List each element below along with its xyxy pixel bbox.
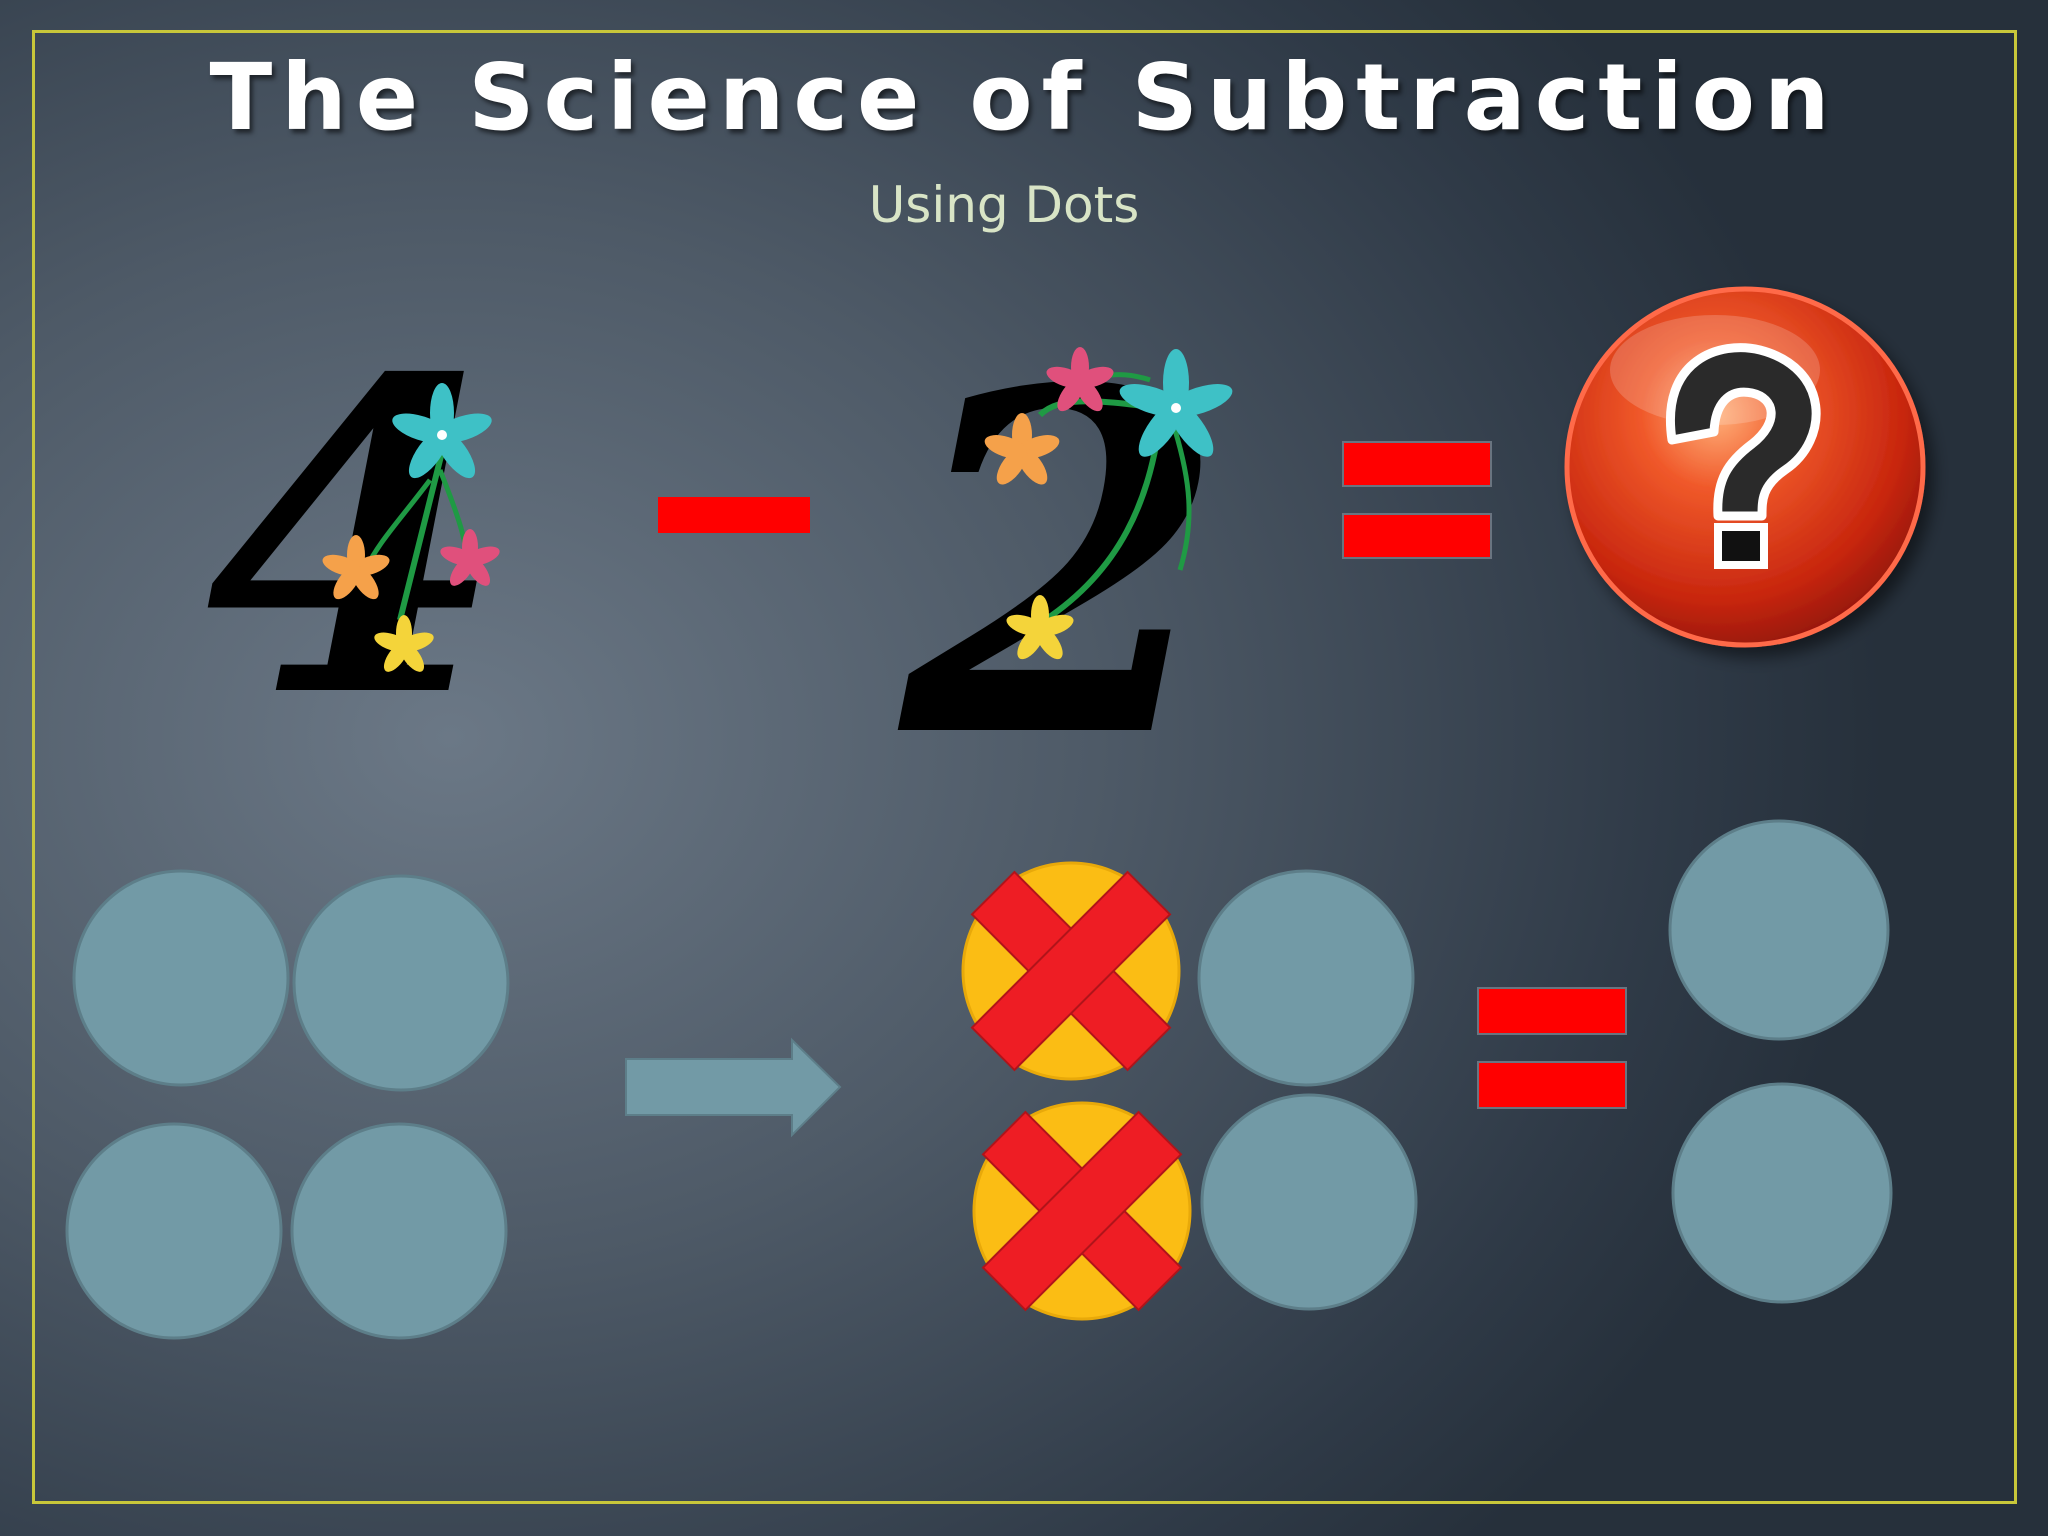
flower-decoration-two xyxy=(984,347,1233,660)
dot xyxy=(1197,869,1415,1087)
dot xyxy=(290,1122,508,1340)
slide-subtitle: Using Dots xyxy=(868,176,1140,234)
right-arrow-icon xyxy=(625,1037,842,1138)
equals-sign-bottom xyxy=(1477,987,1627,1109)
minus-sign xyxy=(658,497,810,533)
dot xyxy=(292,874,510,1092)
dot xyxy=(72,869,290,1087)
numeral-two: 2 xyxy=(893,289,1233,841)
dot xyxy=(1200,1093,1418,1311)
question-mark-icon xyxy=(1665,343,1821,569)
numeral-four: 4 xyxy=(205,287,504,792)
slide-frame xyxy=(32,30,2017,1504)
kept-dots-group xyxy=(1197,869,1418,1311)
dot xyxy=(1671,1082,1893,1304)
result-dots-group xyxy=(1668,819,1893,1304)
flower-decoration-four xyxy=(322,383,500,672)
equals-sign-top xyxy=(1342,441,1492,559)
dot xyxy=(65,1122,283,1340)
red-cross-icon xyxy=(970,870,1172,1072)
slide-title: The Science of Subtraction xyxy=(209,44,1839,151)
start-dots-group xyxy=(65,869,510,1340)
dot xyxy=(1668,819,1890,1041)
crossed-dot xyxy=(961,861,1181,1081)
red-cross-icon xyxy=(981,1110,1183,1312)
crossed-dot xyxy=(972,1101,1192,1321)
